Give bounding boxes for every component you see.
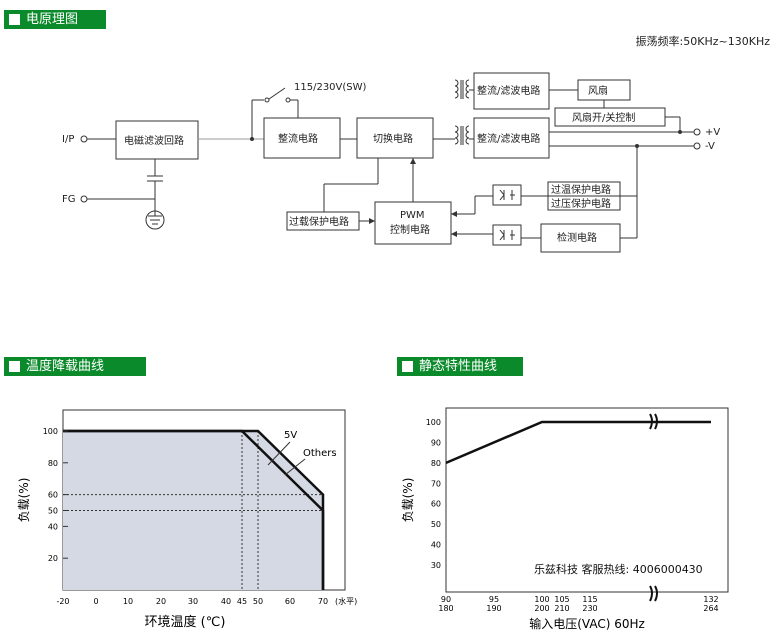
square-bullet-icon (9, 14, 20, 25)
y-tick-label: 50 (431, 520, 441, 529)
y-tick-label: 60 (48, 491, 58, 500)
optocoupler-icon (492, 224, 522, 246)
y-tick-label: 50 (48, 507, 58, 516)
rectifier-label: 整流电路 (278, 132, 318, 145)
section-title: 电原理图 (26, 12, 79, 27)
over-temp-label: 过温保护电路 (551, 183, 611, 196)
y-axis-label: 负载(%) (17, 478, 31, 523)
minus-v-terminal-icon (693, 142, 701, 150)
legend-5v: 5V (284, 430, 297, 441)
square-bullet-icon (402, 361, 413, 372)
rect-filter-box-lower (473, 117, 550, 159)
ground-icon (145, 210, 165, 230)
transformer-icon (454, 79, 470, 99)
y-tick-label: 40 (431, 541, 441, 550)
switch-icon (264, 87, 291, 103)
x-tick-label: 115 (582, 595, 597, 604)
emi-filter-box (115, 120, 199, 160)
x-axis-unit: (水平) (335, 596, 357, 606)
section-title: 静态特性曲线 (419, 359, 498, 374)
x-tick-label: 70 (318, 597, 328, 606)
y-tick-label: 100 (43, 427, 58, 436)
x-tick-label: 230 (582, 604, 597, 613)
hotline-watermark: 乐兹科技 客服热线: 4006000430 (532, 561, 705, 577)
fan-label: 风扇 (588, 84, 608, 97)
section-header-static: 静态特性曲线 (397, 357, 523, 376)
transformer-icon (454, 125, 470, 145)
frequency-note: 振荡频率:50KHz~130KHz (635, 35, 770, 48)
plus-v-label: +V (705, 127, 720, 138)
legend-others: Others (303, 448, 337, 459)
x-tick-label: 50 (253, 597, 263, 606)
x-tick-label: 0 (93, 597, 98, 606)
x-axis-label: 环境温度 (℃) (145, 614, 226, 630)
rect-filter-label-upper: 整流/滤波电路 (477, 84, 540, 97)
y-tick-label: 90 (431, 438, 441, 447)
x-tick-label: 210 (554, 604, 569, 613)
x-tick-label: 30 (188, 597, 198, 606)
fg-terminal-icon (80, 195, 88, 203)
x-tick-label: 100 (534, 595, 549, 604)
x-tick-label: 190 (486, 604, 501, 613)
minus-v-label: -V (705, 141, 715, 152)
detect-label: 检测电路 (557, 231, 597, 244)
overload-label: 过载保护电路 (289, 215, 349, 228)
pwm-label: PWM (400, 210, 425, 221)
fg-label: FG (62, 194, 76, 205)
y-tick-label: 70 (431, 479, 441, 488)
x-tick-label: 132 (703, 595, 718, 604)
section-title: 温度降载曲线 (26, 359, 105, 374)
x-tick-label: 200 (534, 604, 549, 613)
plus-v-terminal-icon (693, 128, 701, 136)
optocoupler-icon (492, 184, 522, 206)
detect-box (540, 223, 621, 253)
x-tick-label: 180 (438, 604, 453, 613)
ip-terminal-icon (80, 135, 88, 143)
x-tick-label: 60 (285, 597, 295, 606)
x-tick-label: 40 (221, 597, 231, 606)
x-tick-label: 45 (237, 597, 247, 606)
y-axis-label: 负载(%) (401, 478, 415, 523)
converter-label: 切换电路 (373, 132, 413, 145)
derating-chart: 100 80 60 50 40 20 -20 0 10 20 30 40 45 50 60 70 负载(%)… (17, 409, 357, 630)
converter-box (356, 117, 434, 159)
x-axis-label: 输入电压(VAC) 60Hz (529, 616, 645, 631)
over-volt-box (547, 195, 621, 211)
emi-filter-label: 电磁滤波回路 (124, 134, 184, 147)
x-tick-label: -20 (56, 597, 69, 606)
ip-label: I/P (62, 134, 74, 145)
x-tick-label: 264 (703, 604, 718, 613)
y-tick-label: 20 (48, 554, 58, 563)
over-volt-label: 过压保护电路 (551, 197, 611, 210)
section-header-circuit: 电原理图 (4, 10, 106, 29)
square-bullet-icon (9, 361, 20, 372)
rect-filter-label-lower: 整流/滤波电路 (477, 132, 540, 145)
x-tick-label: 105 (554, 595, 569, 604)
x-tick-label: 20 (156, 597, 166, 606)
rect-filter-box-upper (473, 72, 550, 110)
circuit-diagram: I/P 电磁滤波回路 FG 115/230V(SW) 整流电路 切换电路 (62, 72, 720, 253)
pwm-box (374, 201, 452, 245)
axis-break-icon (649, 413, 658, 602)
switch-label: 115/230V(SW) (294, 82, 367, 93)
series-line-others (63, 429, 325, 590)
section-header-derating: 温度降载曲线 (4, 357, 146, 376)
series-line (445, 420, 711, 465)
y-tick-label: 30 (431, 561, 441, 570)
y-tick-label: 60 (431, 500, 441, 509)
x-tick-label: 10 (123, 597, 133, 606)
y-tick-label: 100 (426, 418, 441, 427)
x-tick-label: 95 (489, 595, 499, 604)
y-tick-label: 80 (48, 459, 58, 468)
x-tick-label: 90 (441, 595, 451, 604)
rectifier-box (263, 117, 341, 159)
fan-control-label: 风扇开/关控制 (572, 111, 635, 124)
y-tick-label: 40 (48, 522, 58, 531)
y-tick-label: 80 (431, 459, 441, 468)
pwm-label-sub: 控制电路 (390, 223, 430, 236)
